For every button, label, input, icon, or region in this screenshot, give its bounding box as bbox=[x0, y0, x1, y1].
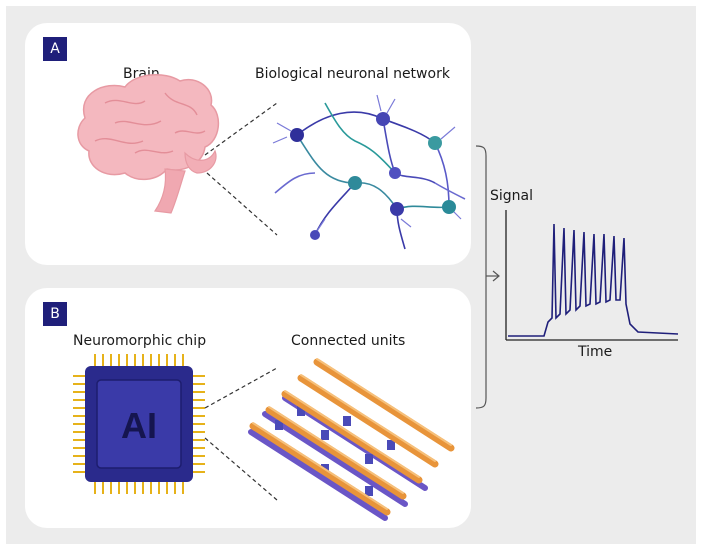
grouping-bracket bbox=[475, 145, 487, 409]
panel-a-illustration bbox=[77, 74, 466, 250]
chip-label: Neuromorphic chip bbox=[73, 333, 207, 349]
units-label: Connected units bbox=[291, 333, 406, 349]
time-axis-label: Time bbox=[578, 344, 613, 360]
chip-pins bbox=[73, 354, 205, 494]
signal-plot bbox=[505, 210, 679, 341]
figure-background: A Brain Biological neuronal network bbox=[6, 6, 696, 544]
signal-axis-label: Signal bbox=[490, 188, 534, 204]
spike-trace bbox=[508, 223, 679, 337]
chip-body bbox=[85, 366, 193, 482]
top-electrode-highlights bbox=[252, 358, 452, 510]
panel-a: A Brain Biological neuronal network bbox=[25, 23, 471, 265]
brain-illustration bbox=[77, 74, 220, 214]
crossbar-array-illustration bbox=[248, 358, 455, 521]
neuron-cell-bodies bbox=[290, 112, 456, 240]
network-label: Biological neuronal network bbox=[255, 66, 450, 82]
top-electrodes bbox=[249, 358, 455, 516]
bracket-arrow-overlay bbox=[475, 145, 500, 409]
panel-b-badge: B bbox=[43, 302, 67, 326]
panel-b-illustration: AI bbox=[73, 354, 455, 521]
chip-text: AI bbox=[121, 405, 157, 446]
panel-b: B Neuromorphic chip Connected units AI bbox=[25, 288, 471, 528]
arrow-head-icon bbox=[492, 270, 500, 282]
panel-a-badge: A bbox=[43, 37, 67, 61]
